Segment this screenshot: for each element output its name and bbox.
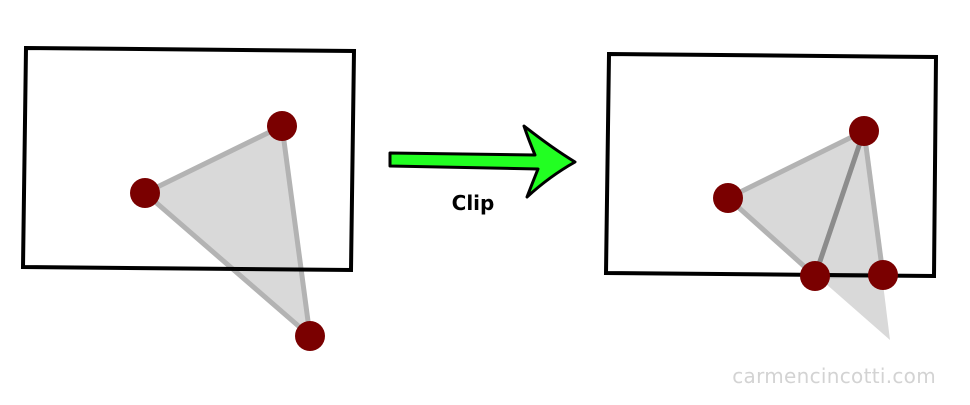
vertex-before-bottom xyxy=(295,321,325,351)
arrow-shape xyxy=(388,124,577,199)
vertex-after-top xyxy=(849,116,879,146)
clip-arrow: Clip xyxy=(388,124,577,215)
clip-diagonal xyxy=(812,128,867,279)
vertex-after-clip-left xyxy=(800,261,830,291)
viewport-rect-after xyxy=(603,51,939,279)
vertex-after-clip-right xyxy=(868,260,898,290)
arrow-label: Clip xyxy=(452,191,495,215)
triangle-before xyxy=(142,123,313,339)
vertex-before-left xyxy=(130,178,160,208)
triangle-edge-left-top xyxy=(725,128,867,201)
vertex-after-left xyxy=(713,183,743,213)
after-clip-panel xyxy=(603,51,939,340)
before-clip-panel xyxy=(20,45,357,351)
viewport-rect-before xyxy=(20,45,357,273)
watermark-text: carmencincotti.com xyxy=(732,364,936,388)
triangle-after-full xyxy=(728,131,890,340)
triangle-edge-left-bottom xyxy=(725,195,818,279)
triangle-edge-top-right xyxy=(861,128,886,278)
vertex-before-top xyxy=(267,111,297,141)
